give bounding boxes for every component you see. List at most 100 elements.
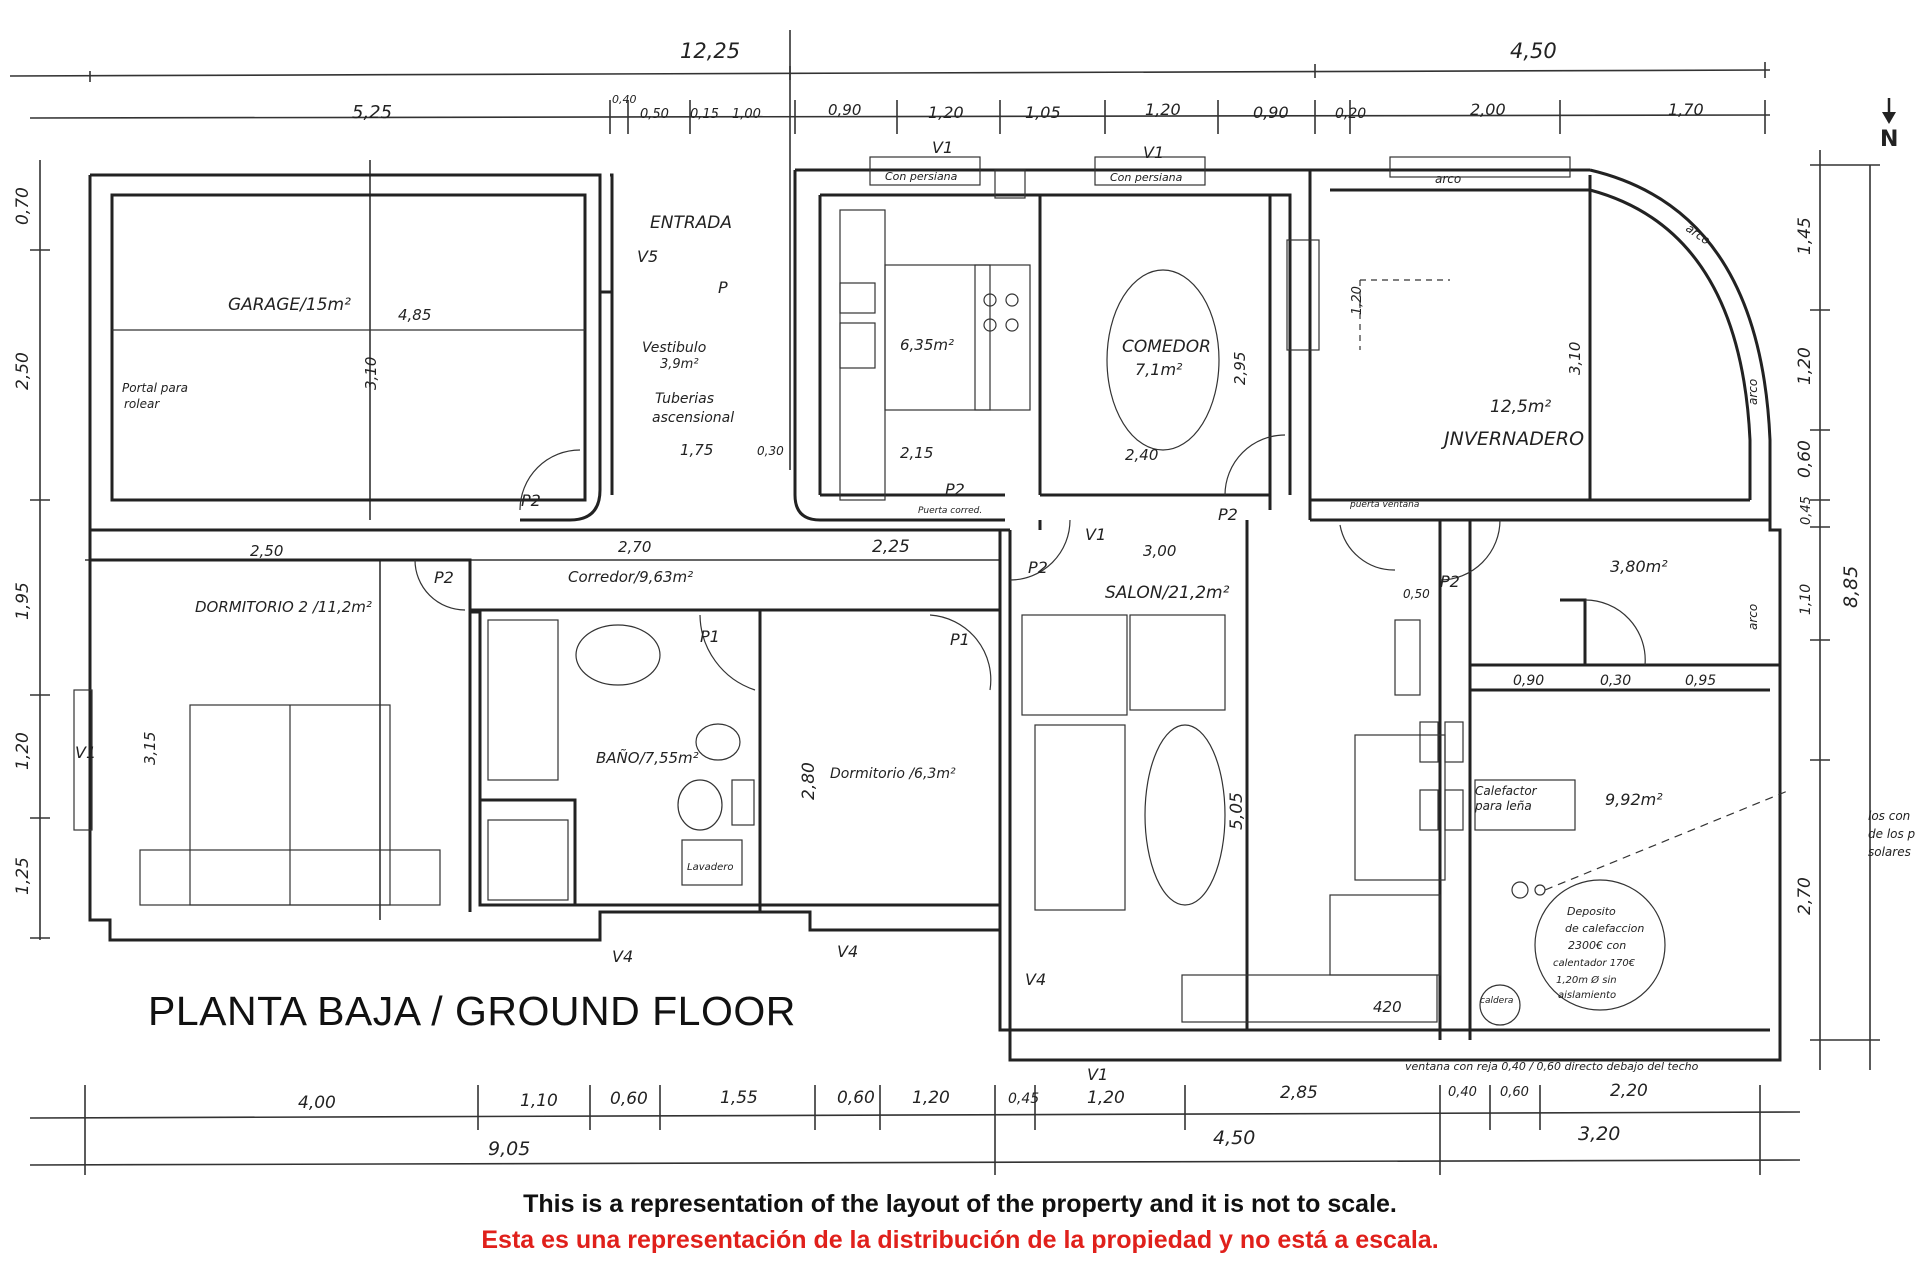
code-p: P: [718, 278, 728, 297]
fixtures: [73, 156, 1791, 1026]
window-door-codes: V1 V1 V1 V1 V1 V4 V4 V4 V5 P2 P2 P2 P2 P…: [75, 138, 1460, 1084]
label-calefactor2: para leña: [1474, 799, 1532, 813]
dim-l125: 1,25: [13, 857, 33, 895]
label-deposito2: de calefaccion: [1565, 922, 1644, 935]
dim-b120b: 1,20: [1087, 1088, 1125, 1108]
label-comedor-area: 7,1m²: [1135, 360, 1183, 379]
dim-t20: 0,20: [1335, 106, 1366, 122]
label-arco1: arco: [1435, 172, 1461, 186]
dim-d420: 420: [1373, 998, 1402, 1016]
dining-table: [1106, 269, 1220, 451]
dim-b155: 1,55: [720, 1088, 758, 1108]
code-v4b: V4: [837, 942, 858, 961]
dim-top-525: 5,25: [352, 102, 392, 123]
dim-r110: 1,10: [1798, 584, 1814, 615]
label-tuberias2: ascensional: [652, 410, 734, 426]
dim-r270: 2,70: [1795, 877, 1815, 915]
label-con-persiana1: Con persiana: [885, 170, 958, 183]
dim-b60b: 0,60: [837, 1088, 875, 1108]
code-v4c: V4: [1025, 970, 1046, 989]
dim-d280: 2,80: [799, 762, 819, 800]
dim-d95: 0,95: [1685, 673, 1716, 689]
interior-dimension-labels: 4,85 3,10 1,75 0,30 2,15 2,40 2,95 2,50 …: [141, 286, 1716, 1016]
dim-d240: 2,40: [1125, 446, 1158, 464]
sink: [575, 624, 661, 686]
dim-r45: 0,45: [1799, 496, 1814, 525]
label-caldera: caldera: [1480, 996, 1513, 1006]
code-v1e: V1: [1087, 1065, 1108, 1084]
bidet: [695, 723, 741, 761]
code-p2e: P2: [1028, 558, 1048, 577]
dim-d485: 4,85: [398, 306, 431, 324]
dim-b120: 1,20: [912, 1088, 950, 1108]
label-note2: de los p: [1868, 827, 1916, 841]
label-arco4: arco: [1746, 604, 1760, 630]
label-bano: BAÑO/7,55m²: [596, 748, 699, 767]
dim-d315: 3,15: [141, 732, 159, 765]
label-note1: los con: [1868, 809, 1910, 823]
label-cocina-area: 6,35m²: [900, 336, 954, 354]
dim-d120: 1,20: [1350, 286, 1365, 315]
code-p2b: P2: [434, 568, 454, 587]
dim-d300: 3,00: [1143, 542, 1176, 560]
label-salon: SALON/21,2m²: [1105, 583, 1230, 603]
sofa: [1021, 614, 1128, 716]
bottom-dimension-labels: 4,00 1,10 0,60 1,55 0,60 1,20 0,45 1,20 …: [298, 1081, 1648, 1160]
code-v1b: V1: [1143, 143, 1164, 162]
dim-b60c: 0,60: [1500, 1085, 1529, 1100]
dim-b60: 0,60: [610, 1089, 648, 1109]
code-v4a: V4: [612, 947, 633, 966]
dim-d250: 2,50: [250, 542, 283, 560]
label-dormitorio2: DORMITORIO 2 /11,2m²: [195, 598, 372, 616]
label-room-992: 9,92m²: [1605, 790, 1663, 809]
dimension-lines: [9, 30, 1880, 1175]
label-vestibulo-area: 3,9m²: [660, 357, 699, 372]
dim-top-right: 4,50: [1510, 39, 1557, 63]
dim-d90: 0,90: [1513, 673, 1544, 689]
dim-r885: 8,85: [1840, 566, 1862, 608]
label-portal: Portal para: [122, 381, 188, 395]
dim-bottom-450: 4,50: [1213, 1127, 1255, 1149]
dim-l120: 1,20: [13, 732, 33, 770]
label-deposito4: calentador 170€: [1553, 958, 1636, 969]
dim-b220: 2,20: [1610, 1081, 1648, 1101]
dim-b45: 0,45: [1008, 1091, 1039, 1107]
dim-d225: 2,25: [872, 537, 910, 557]
label-note3: solares: [1868, 845, 1911, 859]
code-v1a: V1: [932, 138, 953, 157]
label-dormitorio: Dormitorio /6,3m²: [830, 766, 956, 782]
label-tuberias: Tuberias: [655, 391, 714, 407]
dim-d215: 2,15: [900, 444, 933, 462]
dim-b285: 2,85: [1280, 1083, 1318, 1103]
code-v1c: V1: [1085, 525, 1106, 544]
dim-t105: 1,05: [1025, 103, 1061, 122]
label-puerta-ventana: puerta ventana: [1349, 500, 1419, 510]
dim-d175: 1,75: [680, 441, 713, 459]
dim-l195: 1,95: [13, 582, 33, 620]
north-arrow: N: [1880, 98, 1898, 152]
dim-d310: 3,10: [362, 357, 380, 390]
label-invernadero-area: 12,5m²: [1490, 397, 1551, 417]
code-p1a: P1: [700, 627, 720, 646]
dim-t50: 0,50: [640, 107, 669, 122]
dim-bottom-905: 9,05: [488, 1138, 530, 1160]
top-dimension-labels: 12,25 4,50 5,25 0,40 0,50 0,15 1,00 0,90…: [352, 39, 1704, 123]
label-deposito: Deposito: [1567, 905, 1616, 918]
label-room-380: 3,80m²: [1610, 557, 1668, 576]
dim-t120b: 1,20: [1145, 100, 1181, 119]
label-con-persiana2: Con persiana: [1110, 171, 1183, 184]
disclaimer-spanish: Esta es una representación de la distrib…: [481, 1226, 1439, 1254]
dim-d50: 0,50: [1403, 587, 1430, 601]
dim-bottom-320: 3,20: [1578, 1123, 1620, 1145]
label-garage: GARAGE/15m²: [228, 295, 351, 315]
dim-t40: 0,40: [612, 93, 637, 106]
dim-d505: 5,05: [1227, 792, 1247, 830]
label-ventana-reja: ventana con reja 0,40 / 0,60 directo deb…: [1405, 1060, 1699, 1073]
dim-d30: 0,30: [757, 444, 784, 458]
dim-t100: 1,00: [732, 107, 761, 122]
heating-deposit: [1534, 879, 1666, 1011]
dim-t90b: 0,90: [1253, 103, 1289, 122]
dim-t200: 2,00: [1470, 100, 1506, 119]
dim-top-total: 12,25: [680, 39, 740, 63]
code-p2f: P2: [1440, 572, 1460, 591]
